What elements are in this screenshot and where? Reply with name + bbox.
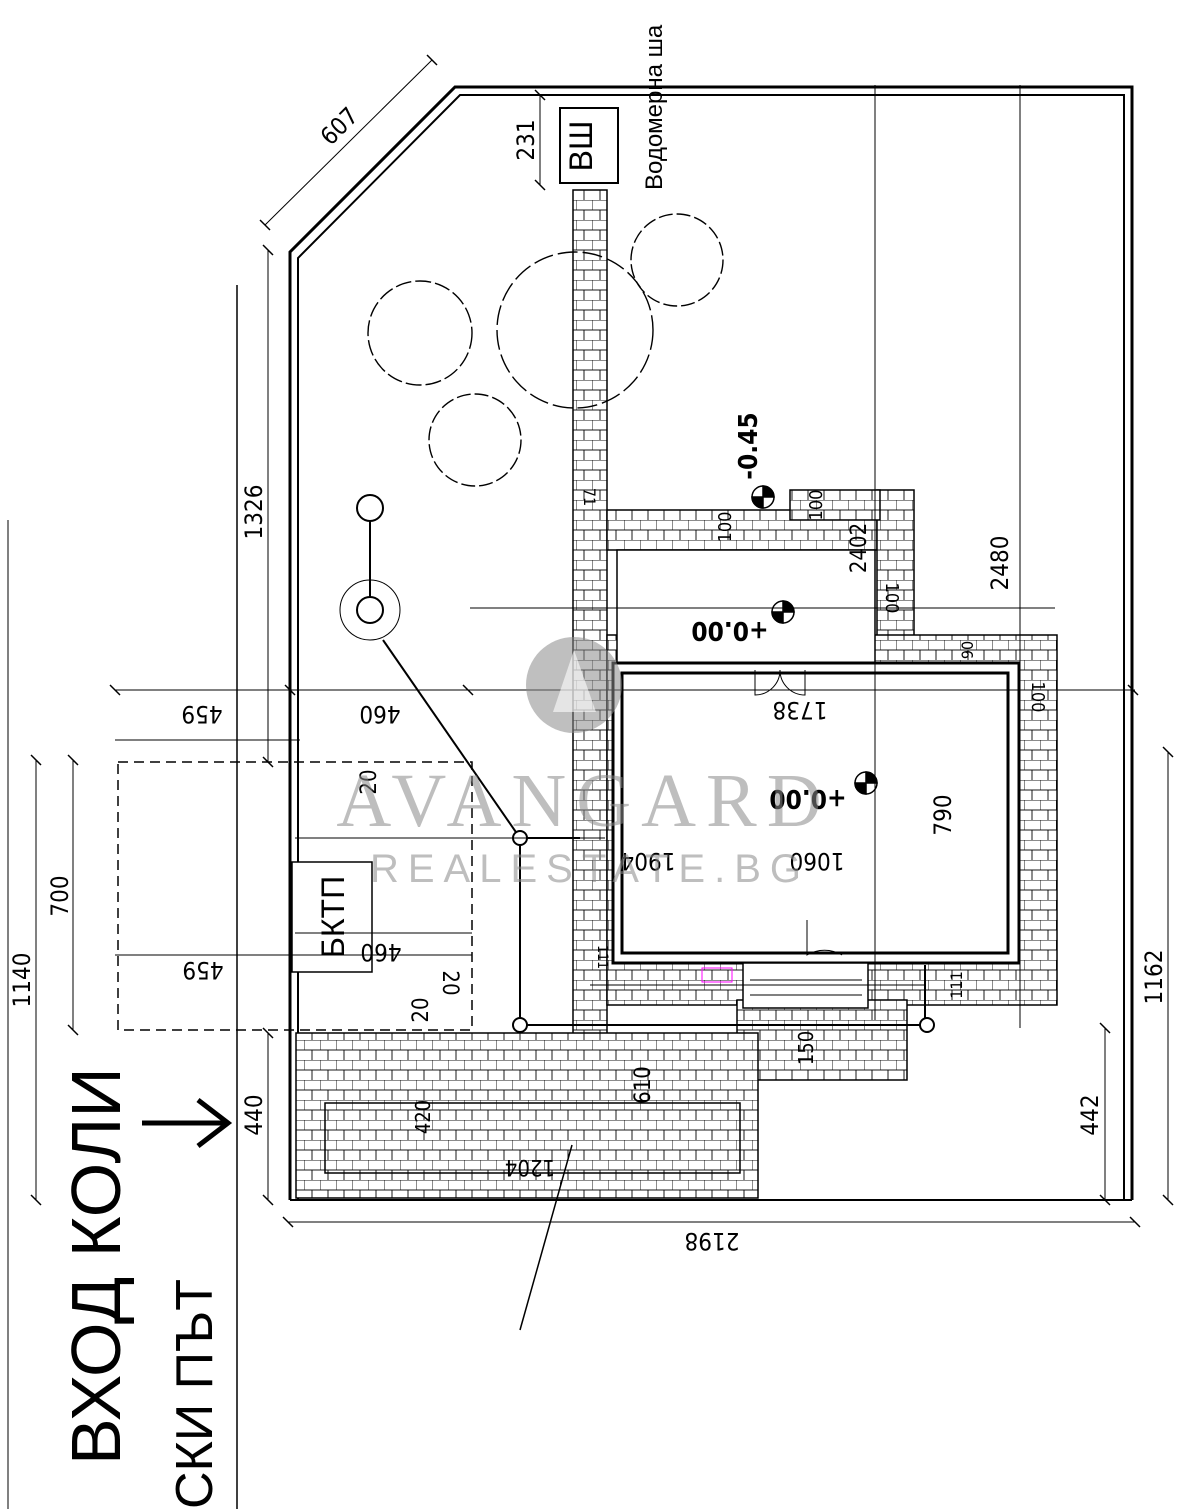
watermark-line2: REALESTATE.BG xyxy=(370,847,810,891)
tree-icon xyxy=(496,251,654,409)
well-outer-icon xyxy=(339,579,401,641)
parking-paving xyxy=(295,1032,759,1199)
dim-231: 231 xyxy=(512,119,540,160)
dim-2198: 2198 xyxy=(685,1227,740,1255)
parking-bay-outline xyxy=(324,1102,741,1174)
dimension-labels: 607 231 1326 71 100 100 2402 100 2480 90… xyxy=(8,102,1168,1255)
watermark-line1: AVANGARD xyxy=(336,759,831,843)
entrance-label: ВХОД КОЛИ xyxy=(57,1067,135,1465)
dim-610: 610 xyxy=(631,1066,656,1104)
dim-442: 442 xyxy=(1076,1094,1104,1135)
dim-440: 440 xyxy=(240,1094,268,1135)
bktp-box xyxy=(291,861,373,973)
walkway-paving xyxy=(572,189,608,1051)
dim-2480: 2480 xyxy=(986,536,1014,591)
level-labels: -0.45 +0.00 +0.00 xyxy=(691,412,846,813)
level-yard: -0.45 xyxy=(734,412,764,479)
house xyxy=(611,661,1021,1009)
terrace-floor xyxy=(616,549,876,664)
node-icon xyxy=(919,1017,935,1033)
dim-459-a: 459 xyxy=(181,700,222,728)
road-label: СКИ ПЪТ xyxy=(166,1279,224,1509)
dim-420: 420 xyxy=(411,1100,435,1134)
well-icon xyxy=(356,596,384,624)
dim-150: 150 xyxy=(794,1031,818,1065)
trees xyxy=(367,213,724,487)
area-labels: ВШ Водомерна ша БКТП xyxy=(315,24,668,958)
dim-100-c: 100 xyxy=(881,583,902,614)
dim-1140: 1140 xyxy=(8,953,36,1008)
dimension-ticks xyxy=(30,54,1174,1228)
dim-790: 790 xyxy=(929,794,957,835)
dim-1904: 1904 xyxy=(621,847,676,875)
water-meter-box xyxy=(559,107,619,184)
dim-2402: 2402 xyxy=(847,523,872,573)
tree-icon xyxy=(428,393,522,487)
tree-icon xyxy=(367,280,473,386)
vsh-label: ВШ xyxy=(563,121,599,172)
dim-20-b: 20 xyxy=(437,970,462,995)
lower-terrace-paving xyxy=(736,999,908,1081)
dim-1162: 1162 xyxy=(1140,950,1168,1005)
dim-1738: 1738 xyxy=(773,696,828,724)
dim-100-b: 100 xyxy=(806,490,827,521)
level-terrace: +0.00 xyxy=(691,615,768,645)
dim-71: 71 xyxy=(580,488,599,506)
dim-459-b: 459 xyxy=(182,956,223,984)
dim-20-c: 20 xyxy=(409,997,434,1022)
dim-1060: 1060 xyxy=(790,847,845,875)
dim-100-d: 100 xyxy=(1027,682,1048,713)
utility-lines xyxy=(339,494,935,1331)
dim-111-a: 111 xyxy=(594,945,610,969)
bktp-label: БКТП xyxy=(315,876,351,958)
dim-1326: 1326 xyxy=(240,485,268,540)
road-labels: ВХОД КОЛИ СКИ ПЪТ xyxy=(57,1067,224,1509)
dim-90: 90 xyxy=(958,641,977,659)
level-house: +0.00 xyxy=(769,783,846,813)
dim-607: 607 xyxy=(315,102,364,151)
dim-700: 700 xyxy=(46,875,74,916)
meter-marker xyxy=(701,967,733,983)
watermark: AVANGARD REALESTATE.BG xyxy=(336,637,831,891)
well-icon xyxy=(356,494,384,522)
dim-20-a: 20 xyxy=(357,769,382,794)
dim-1204: 1204 xyxy=(505,1154,555,1179)
dim-100-a: 100 xyxy=(715,512,736,543)
tree-icon xyxy=(630,213,724,307)
dim-460-a: 460 xyxy=(359,700,400,728)
water-meter-label: Водомерна ша xyxy=(641,24,668,190)
dim-111-b: 111 xyxy=(947,971,966,998)
node-icon xyxy=(512,1017,528,1033)
entrance-arrow-icon xyxy=(142,1098,233,1148)
dim-460-b: 460 xyxy=(360,938,401,966)
site-boundary xyxy=(288,85,1134,1201)
road-lines xyxy=(7,285,238,1509)
transformer-zone xyxy=(117,761,473,1031)
dimension-lines xyxy=(35,59,1169,1223)
level-markers xyxy=(751,485,878,795)
terrace-step xyxy=(789,489,881,521)
